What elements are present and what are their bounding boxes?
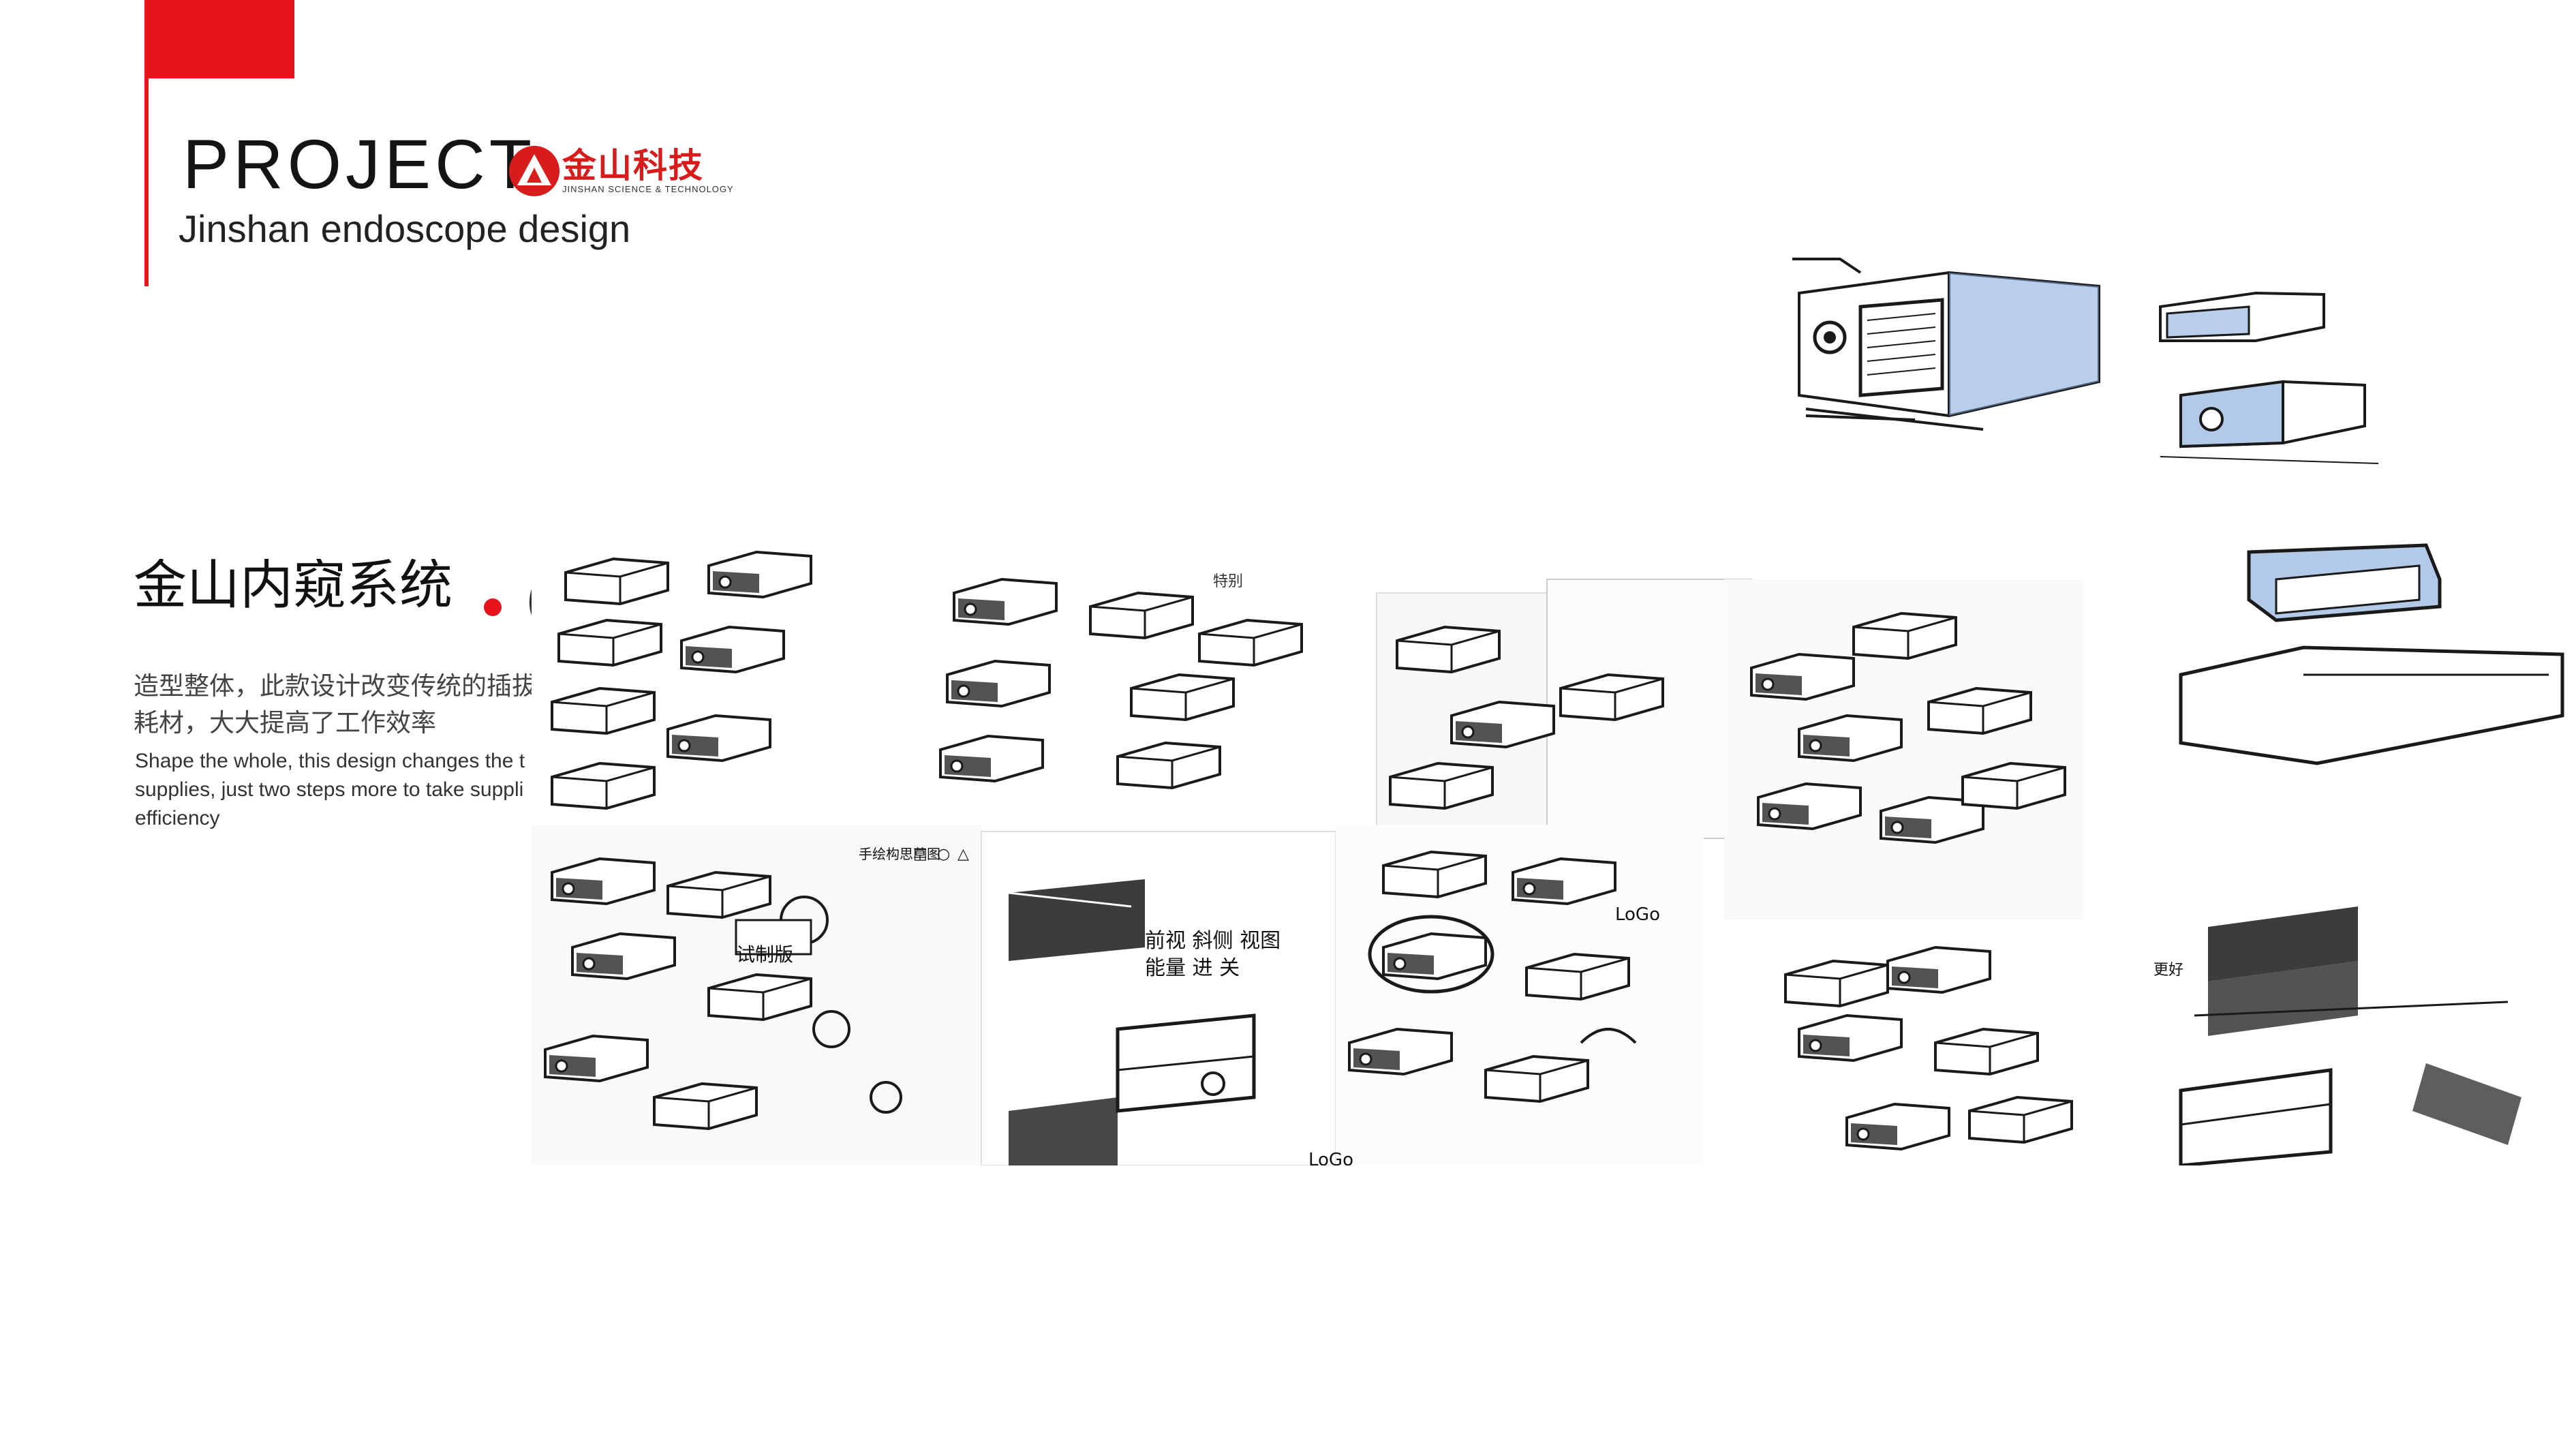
mark-rect: □ (913, 846, 927, 863)
sketch-board-label: 手绘构思草图 (859, 846, 940, 862)
device-sketch-top (1792, 258, 2379, 464)
intro-title: 金山内窥系统 (134, 559, 453, 612)
intro-en-line: Shape the whole, this design changes the… (135, 750, 525, 772)
accent-line (144, 0, 149, 286)
logo-english-text: JINSHAN SCIENCE & TECHNOLOGY (562, 184, 734, 194)
sketch-note: 能量 进 关 (1145, 956, 1240, 980)
accent-block (144, 0, 294, 78)
sketch-note: LoGo (1615, 904, 1660, 925)
sketch-note: 更好 (2153, 962, 2183, 979)
triangle-logo-icon (509, 146, 559, 196)
red-dot (484, 598, 502, 616)
logo-chinese-text: 金山科技 (562, 146, 704, 185)
sketch-note: 前视 斜侧 视图 (1145, 929, 1281, 953)
intro-en-line: efficiency (135, 807, 220, 829)
sketch-note: 特别 (1213, 573, 1243, 590)
intro-title-wrap: 金山内窥系统 (134, 559, 556, 612)
intro-en-line: supplies, just two steps more to take su… (135, 778, 524, 801)
sketch-collage: 特别 试制版 LoGo LoGo 前视 斜侧 视图 能量 进 关 更好 手绘构思… (532, 538, 2569, 1165)
brand-logo: 金山科技 JINSHAN SCIENCE & TECHNOLOGY (508, 144, 733, 198)
intro-cn-description: 造型整体，此款设计改变传统的插拔 耗材，大大提高了工作效率 (134, 668, 549, 742)
page-title: PROJECT (183, 125, 536, 203)
sketch-note: LoGo (1308, 1150, 1353, 1165)
intro-cn-line: 耗材，大大提高了工作效率 (134, 708, 436, 737)
mark-triangle: △ (957, 846, 969, 863)
page-subtitle: Jinshan endoscope design (179, 207, 631, 250)
intro-cn-line: 造型整体，此款设计改变传统的插拔 (134, 671, 537, 701)
sketch-note: 试制版 (736, 943, 793, 966)
intro-en-description: Shape the whole, this design changes the… (135, 747, 549, 833)
mark-circle: ○ (937, 846, 950, 863)
